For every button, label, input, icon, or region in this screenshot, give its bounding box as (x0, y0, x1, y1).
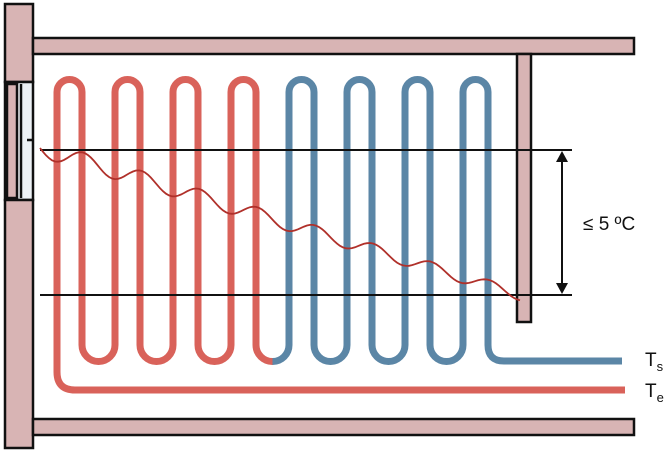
hot-pipe (53, 76, 625, 394)
cold-pipe (272, 76, 622, 365)
delta-label: ≤ 5 ºC (583, 214, 635, 235)
left-wall (3, 2, 35, 450)
return-label: Te (645, 381, 664, 405)
right-partition (515, 52, 533, 324)
top-wall (31, 36, 636, 56)
temperature-curve (39, 147, 521, 302)
bottom-wall (31, 417, 636, 437)
supply-label: Ts (645, 350, 664, 374)
delta-arrow (556, 151, 568, 294)
